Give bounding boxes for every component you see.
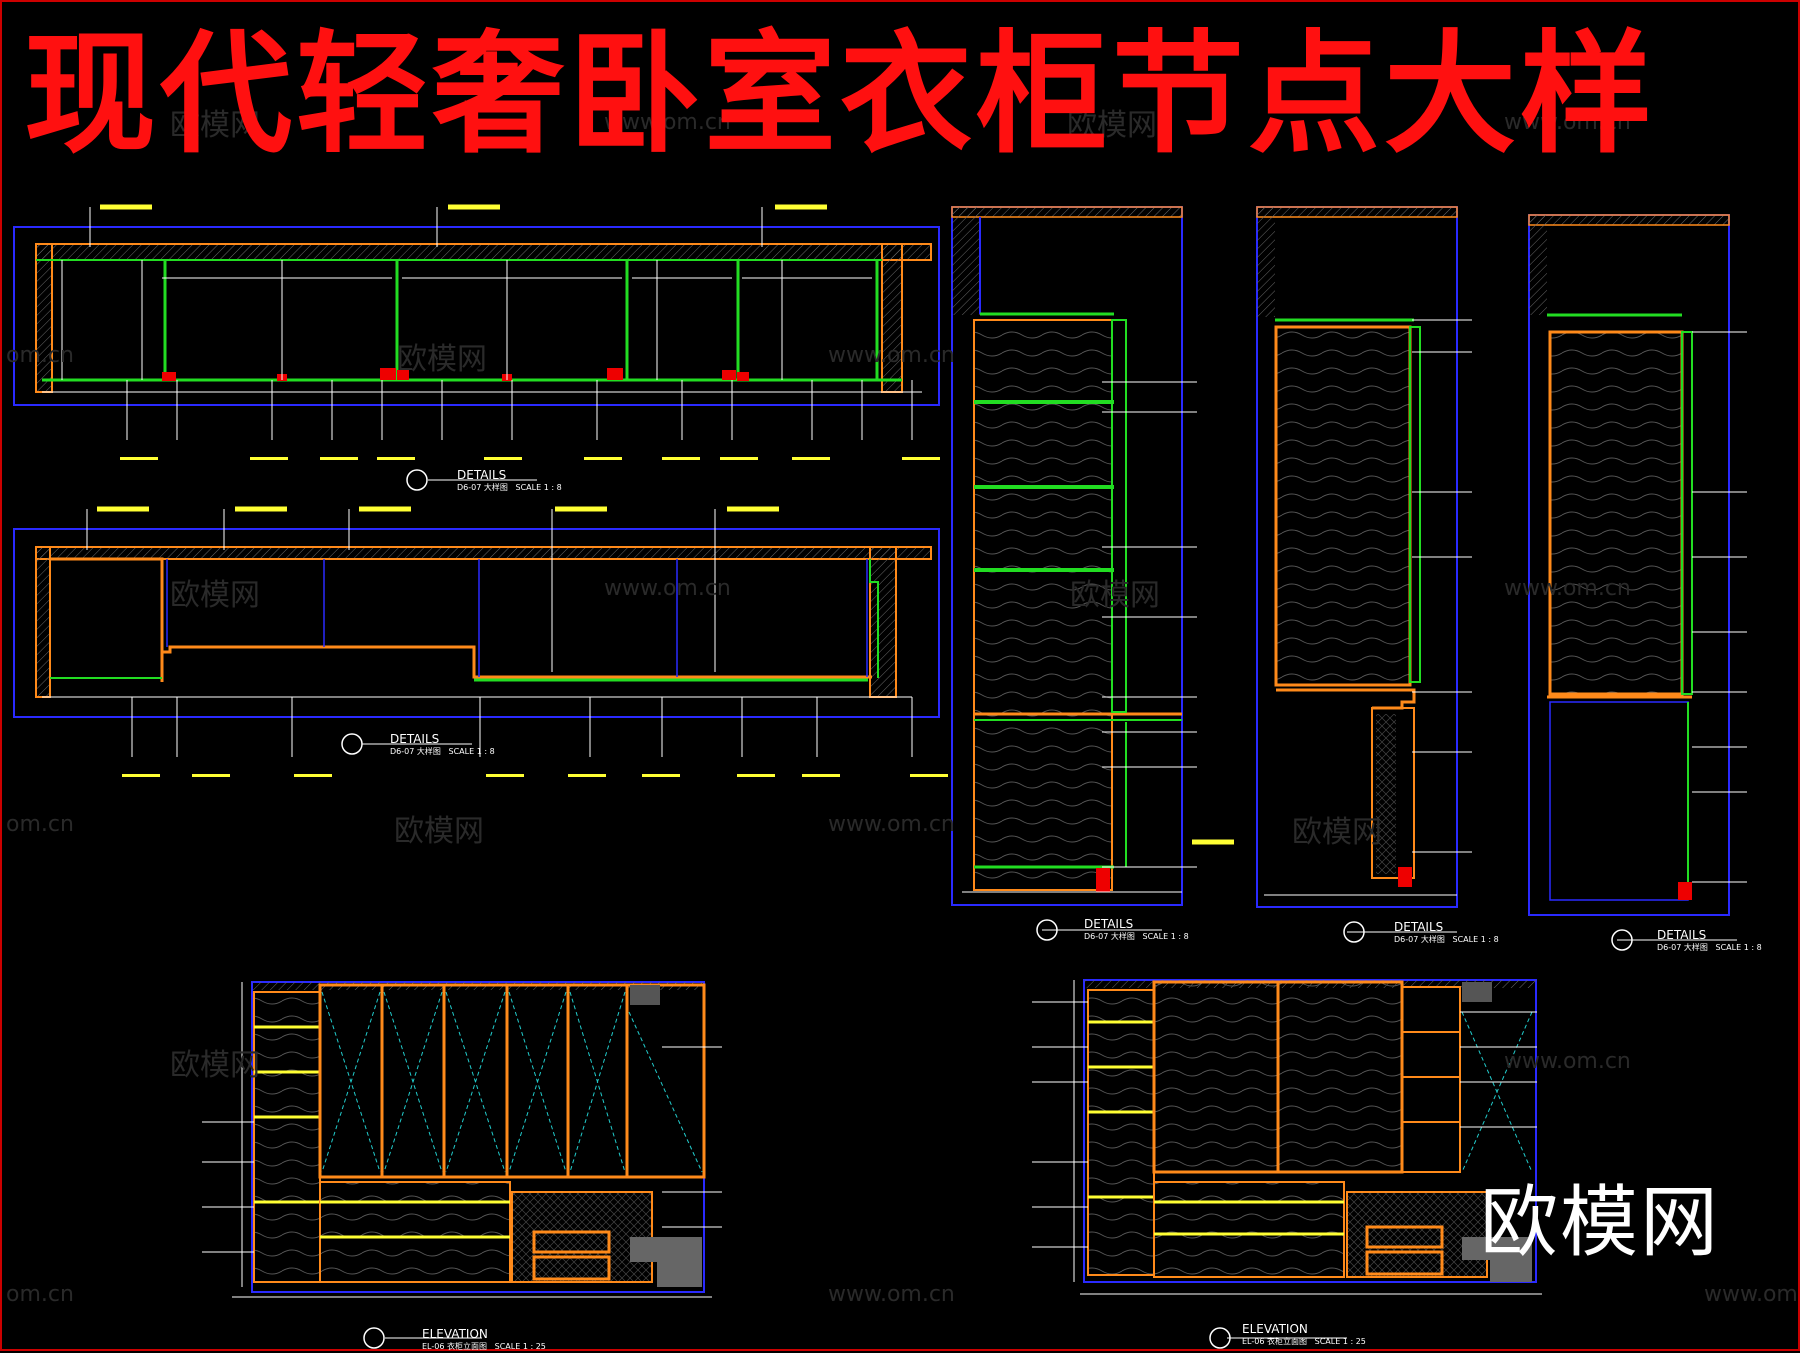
watermark-url: www.om.cn [1504,1049,1631,1074]
drawing-title: DETAILS [390,732,440,746]
watermark-url: www.om.cn [828,343,955,368]
drawing-sub: 大样图 [1420,935,1445,944]
watermark-url: www.om.cn [828,1282,955,1307]
page-title: 现代轻奢卧室衣柜节点大样 [24,18,1656,172]
brand-logo: 欧模网 [1480,1178,1721,1268]
drawing-code: D6-07 [1084,932,1109,941]
watermark: 欧模网 [170,578,260,613]
elevation-left [202,981,722,1349]
drawing-sub: 大样图 [1683,943,1708,952]
watermark: 欧模网 [397,342,487,377]
drawing-label: DETAILS D6-07 大样图 SCALE 1 : 8 [1394,920,1499,945]
drawing-scale: SCALE 1 : 8 [1715,943,1762,952]
drawing-label: DETAILS D6-07 大样图 SCALE 1 : 8 [390,732,495,757]
watermark-url: www.om.cn [1704,1282,1800,1307]
drawing-sub: 大样图 [1110,932,1135,941]
drawing-label: ELEVATION EL-06 衣柜立面图 SCALE 1 : 25 [1242,1322,1366,1347]
drawing-code: D6-07 [390,747,415,756]
drawing-title: ELEVATION [422,1327,488,1341]
drawing-label: DETAILS D6-07 大样图 SCALE 1 : 8 [457,468,562,493]
drawing-title: DETAILS [1394,920,1444,934]
drawing-scale: SCALE 1 : 25 [494,1342,546,1351]
drawing-code: D6-07 [1394,935,1419,944]
drawing-code: EL-06 [1242,1337,1265,1346]
drawing-sub: 大样图 [483,483,508,492]
drawing-title: DETAILS [1657,928,1707,942]
drawing-title: DETAILS [1084,917,1134,931]
watermark-url: www.om.cn [828,812,955,837]
drawing-code: EL-06 [422,1342,445,1351]
drawing-scale: SCALE 1 : 8 [448,747,495,756]
drawing-label: DETAILS D6-07 大样图 SCALE 1 : 8 [1657,928,1762,953]
detail-section-3 [1528,214,1747,951]
watermark: 欧模网 [1067,108,1157,143]
watermark-url: om.cn [6,812,74,837]
elevation-right [1032,979,1542,1349]
drawing-scale: SCALE 1 : 8 [515,483,562,492]
watermark: 欧模网 [1292,815,1382,850]
watermark-url: www.om.cn [604,110,731,135]
detail-plan-top [13,204,940,491]
drawing-label: DETAILS D6-07 大样图 SCALE 1 : 8 [1084,917,1189,942]
drawing-code: D6-07 [1657,943,1682,952]
watermark-url: www.om.cn [1504,576,1631,601]
drawing-label: ELEVATION EL-06 衣柜立面图 SCALE 1 : 25 [422,1327,546,1352]
drawing-title: ELEVATION [1242,1322,1308,1336]
detail-section-2 [1256,206,1472,943]
watermark-url: om.cn [6,1282,74,1307]
detail-plan-middle [13,506,948,777]
watermark: 欧模网 [170,108,260,143]
watermark-url: www.om.cn [1504,110,1631,135]
detail-section-1 [951,206,1234,941]
watermark: 欧模网 [1070,578,1160,613]
drawing-scale: SCALE 1 : 8 [1452,935,1499,944]
drawing-sub: 衣柜立面图 [1266,1337,1307,1346]
watermark: 欧模网 [394,814,484,849]
drawing-sub: 衣柜立面图 [446,1342,487,1351]
drawing-sub: 大样图 [416,747,441,756]
drawing-title: DETAILS [457,468,507,482]
watermark-url: www.om.cn [604,576,731,601]
drawing-scale: SCALE 1 : 25 [1314,1337,1366,1346]
drawing-scale: SCALE 1 : 8 [1142,932,1189,941]
drawing-code: D6-07 [457,483,482,492]
watermark-url: om.cn [6,343,74,368]
watermark: 欧模网 [170,1048,260,1083]
